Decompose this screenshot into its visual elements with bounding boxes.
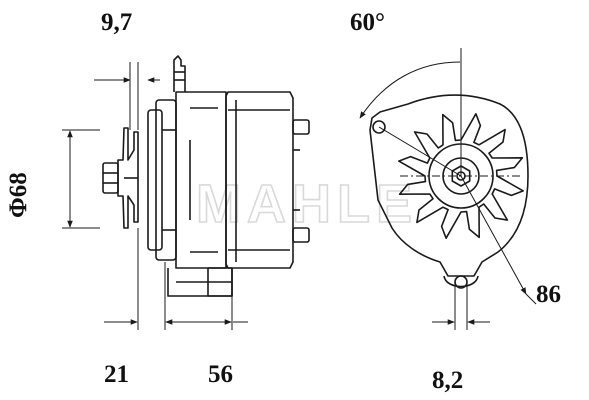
upper-mount-hole (372, 120, 386, 134)
shaft-nut (102, 162, 119, 194)
bottom-mounting-foot (167, 267, 233, 297)
dimension-21: 21 (104, 361, 129, 388)
dimension-86: 86 (536, 281, 561, 308)
pulley (117, 127, 139, 229)
dimension-8-2: 8,2 (432, 367, 463, 394)
dimension-diameter-68: Φ68 (5, 172, 32, 218)
top-mounting-ear (173, 55, 186, 92)
cooling-fan (398, 113, 524, 239)
fan-blades (398, 113, 524, 239)
side-dimension-lines (62, 62, 248, 330)
mahle-watermark: MAHLE (196, 174, 418, 234)
front-housing-outline (369, 94, 529, 277)
dimension-angle-60: 60° (350, 9, 385, 36)
side-view (102, 55, 310, 297)
dimension-9-7: 9,7 (101, 9, 132, 36)
dimension-56: 56 (208, 361, 233, 388)
front-dimension-lines (359, 48, 537, 330)
rear-housing (225, 91, 310, 269)
front-housing (147, 99, 177, 261)
